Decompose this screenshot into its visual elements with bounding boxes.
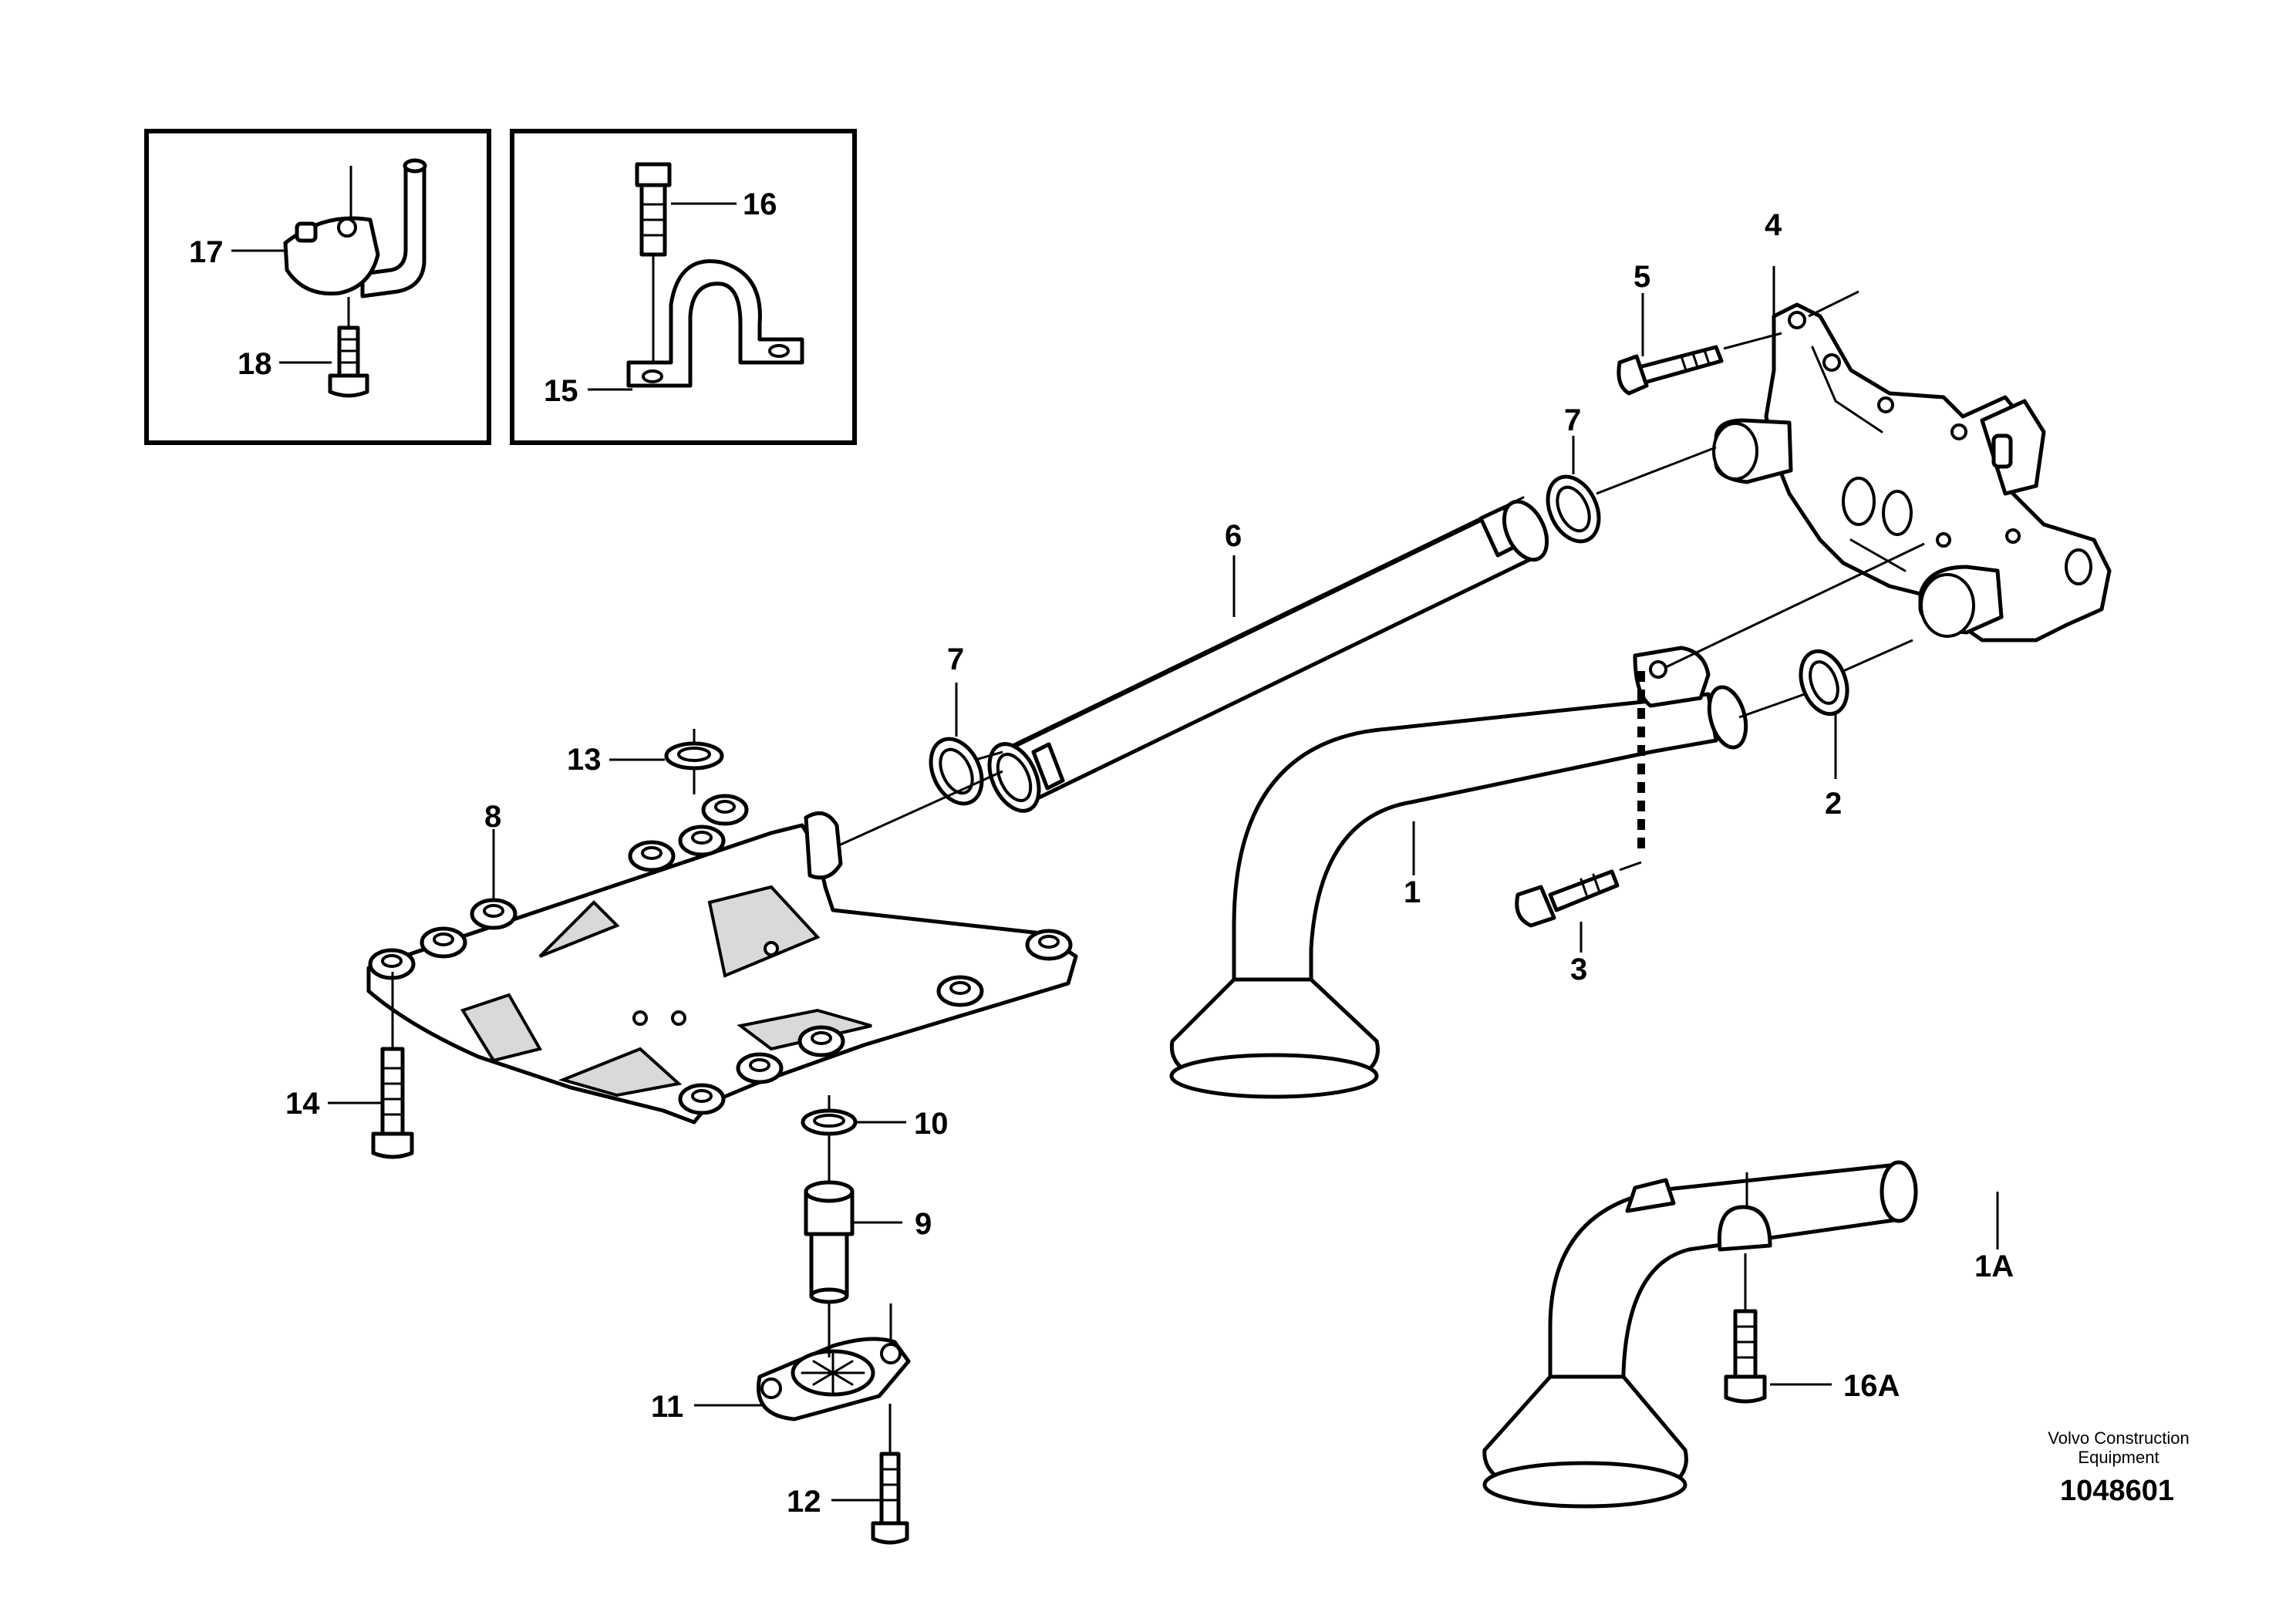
inset-box-17-18: 17 18: [144, 129, 491, 445]
suction-pipe-1A: [1482, 1160, 1918, 1509]
oil-pump-4: [1712, 302, 2112, 642]
callout-10: 10: [914, 1107, 949, 1141]
baffle-plate-8: [366, 794, 1078, 1125]
brand-line-1: Volvo Construction: [2048, 1428, 2189, 1448]
callout-2: 2: [1825, 787, 1842, 821]
clamp-15: [626, 259, 804, 388]
callout-18: 18: [238, 347, 272, 381]
pipe-6: [987, 496, 1549, 813]
inset-box-15-16: 16 15: [510, 129, 857, 445]
callout-7-lower: 7: [947, 642, 964, 676]
callout-12: 12: [787, 1485, 821, 1519]
callout-16: 16: [743, 187, 777, 221]
rubber-mount: [368, 794, 1073, 1115]
callout-13: 13: [567, 743, 602, 777]
o-ring-2: [1799, 649, 1849, 717]
callout-14: 14: [285, 1087, 320, 1121]
bolt-14: [371, 1047, 414, 1159]
strainer-11: [757, 1337, 911, 1421]
callout-5: 5: [1633, 260, 1650, 294]
bolt-16: [635, 162, 672, 257]
washer-13: [664, 741, 724, 771]
callout-3: 3: [1570, 953, 1587, 986]
callout-8: 8: [484, 800, 501, 834]
bolt-3: [1515, 869, 1620, 928]
callout-1: 1: [1404, 875, 1421, 909]
bracket-17: [283, 158, 427, 298]
callout-17: 17: [189, 235, 224, 269]
drawing-number: 1048601: [2060, 1475, 2174, 1507]
bolt-12: [871, 1452, 909, 1545]
callout-4: 4: [1765, 208, 1782, 242]
o-ring-7-upper: [1546, 474, 1601, 544]
callout-15: 15: [544, 374, 578, 408]
o-ring-7-lower: [929, 737, 984, 806]
callout-9: 9: [915, 1207, 932, 1241]
callout-16A: 16A: [1843, 1369, 1900, 1403]
brand-line-2: Equipment: [2078, 1448, 2159, 1467]
callout-11: 11: [651, 1390, 683, 1424]
sleeve-9: [804, 1180, 855, 1304]
bolt-5: [1617, 345, 1724, 396]
suction-pipe-1: [1169, 646, 1748, 1099]
callout-6: 6: [1225, 519, 1242, 553]
washer-10: [801, 1108, 858, 1136]
callout-7-upper: 7: [1564, 403, 1581, 437]
bolt-18: [328, 325, 369, 398]
callout-1A: 1A: [1974, 1249, 2014, 1283]
bolt-16A: [1724, 1309, 1767, 1404]
